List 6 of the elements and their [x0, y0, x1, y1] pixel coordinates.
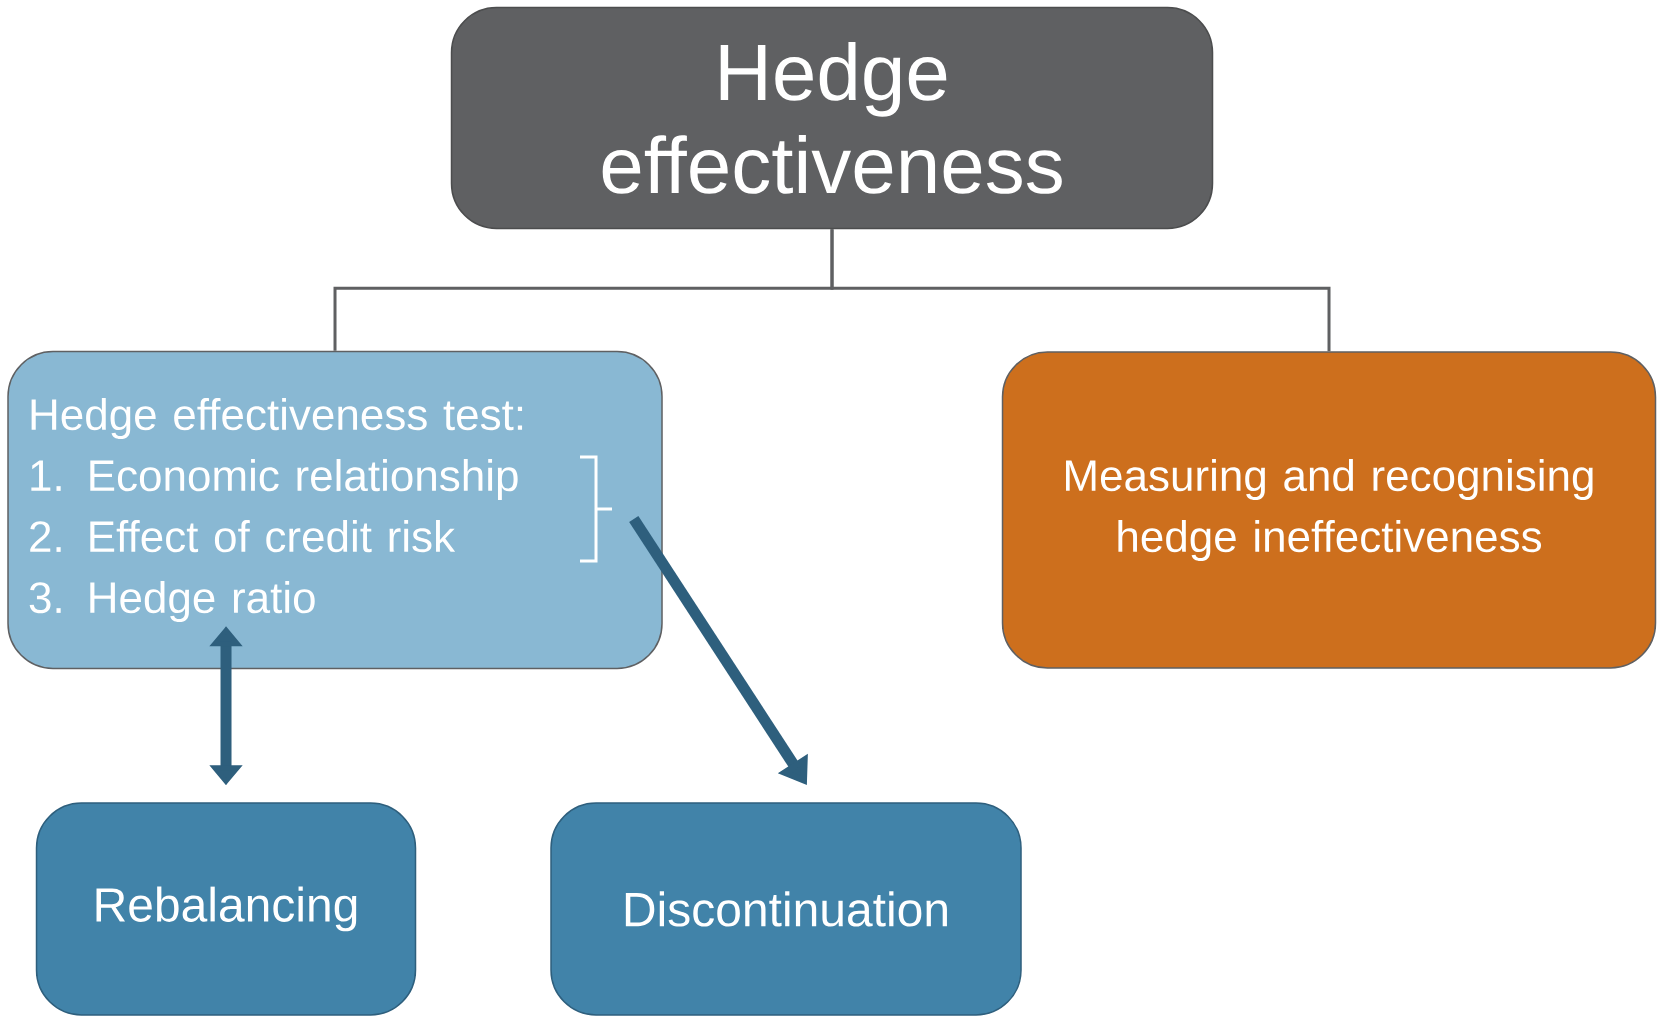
connector — [830, 229, 1331, 352]
process-box: Hedge effectiveness test: 1. Economic relationship 2. Effect of credit risk 3. Hedge ratio — [7, 350, 663, 670]
title-box: Hedge effectiveness — [450, 6, 1214, 230]
process-box: Measuring and recognising hedge ineffectiveness — [1001, 351, 1657, 669]
process-box: Rebalancing — [35, 802, 417, 1016]
process-box: Discontinuation — [550, 802, 1022, 1016]
